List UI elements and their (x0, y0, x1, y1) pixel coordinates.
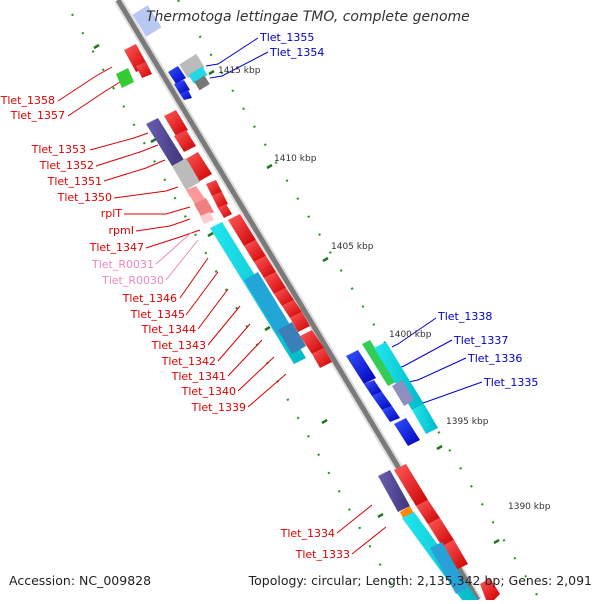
gene-block (132, 5, 162, 37)
gene-arrow (364, 380, 382, 396)
gene-arrow (290, 312, 310, 332)
gene-arrow (168, 66, 186, 84)
gene-arrow (164, 110, 188, 136)
gene-block (200, 212, 214, 224)
gene-label[interactable]: Tlet_1346 (122, 292, 177, 305)
gene-label[interactable]: Tlet_1343 (151, 339, 206, 352)
gene-arrow (394, 418, 420, 446)
gene-label[interactable]: Tlet_1350 (57, 191, 112, 204)
gene-label[interactable]: Tlet_1351 (47, 175, 102, 188)
gene-arrow (372, 392, 392, 410)
gene-arrow (228, 214, 256, 246)
gene-features-upper (116, 5, 232, 224)
gene-block (194, 75, 210, 91)
gene-block (362, 340, 396, 386)
kbp-label: 1410 kbp (274, 154, 317, 164)
gene-arrow (382, 406, 400, 422)
gene-arrow (174, 130, 196, 152)
gene-arrow (180, 90, 192, 100)
leader-lines-left (57, 66, 387, 555)
gene-block (392, 380, 414, 406)
gene-label[interactable]: Tlet_1341 (171, 370, 226, 383)
gene-arrow (442, 540, 468, 570)
major-ticks (93, 43, 500, 545)
kbp-labels: 1415 kbp 1410 kbp 1405 kbp 1400 kbp 1395… (218, 66, 551, 512)
gene-label[interactable]: Tlet_1354 (269, 46, 324, 59)
gene-arrow (264, 272, 286, 294)
gene-label[interactable]: Tlet_1339 (191, 401, 246, 414)
gene-block (146, 118, 184, 166)
gene-block (378, 470, 410, 512)
gene-label[interactable]: Tlet_1347 (89, 241, 144, 254)
topology-text: Topology: circular; Length: 2,135,342 bp… (248, 573, 592, 588)
gene-block (374, 342, 424, 410)
leader-lines-right (205, 37, 483, 405)
gene-label[interactable]: Tlet_1335 (483, 376, 538, 389)
gene-arrow (136, 62, 152, 78)
gene-arrow (282, 300, 302, 318)
accession-text: Accession: NC_009828 (9, 573, 152, 588)
rna-label[interactable]: Tlet_R0031 (91, 258, 154, 271)
gene-arrow (174, 80, 190, 94)
gene-arrow (212, 192, 228, 208)
right-labels: Tlet_1355 Tlet_1354 Tlet_1338 Tlet_1337 … (259, 31, 538, 389)
gene-arrow (274, 288, 294, 306)
gene-arrow (206, 180, 222, 196)
tick-track-right (177, 0, 541, 601)
genome-title: Thermotoga lettingae TMO, complete genom… (146, 9, 470, 25)
gene-label[interactable]: Tlet_1338 (437, 310, 492, 323)
gene-block (400, 506, 414, 520)
gene-arrow (416, 500, 440, 524)
gene-arrow (300, 330, 324, 354)
gene-label[interactable]: Tlet_1358 (0, 94, 55, 107)
gene-block (172, 158, 200, 190)
gene-arrow (394, 464, 428, 506)
gene-block (278, 322, 306, 354)
gene-label[interactable]: Tlet_1357 (10, 109, 65, 122)
gene-arrow (428, 518, 454, 546)
gene-block (179, 53, 205, 79)
gene-label[interactable]: rplT (101, 207, 123, 220)
gene-features-middle (210, 214, 332, 368)
gene-arrow (244, 240, 266, 262)
kbp-label: 1415 kbp (218, 66, 261, 76)
left-labels: Tlet_1358 Tlet_1357 Tlet_1353 Tlet_1352 … (0, 94, 350, 561)
kbp-label: 1400 kbp (389, 330, 432, 340)
gene-label[interactable]: Tlet_1345 (130, 308, 185, 321)
gene-arrow (184, 152, 212, 182)
kbp-label: 1390 kbp (508, 502, 551, 512)
gene-label[interactable]: Tlet_1336 (467, 352, 522, 365)
gene-arrow (480, 578, 500, 600)
gene-label[interactable]: Tlet_1334 (280, 527, 335, 540)
tick-track-left (71, 13, 401, 601)
gene-label[interactable]: Tlet_1344 (141, 323, 196, 336)
gene-block (412, 404, 438, 434)
leader-lines-rna (155, 231, 199, 281)
gene-block (188, 66, 208, 84)
kbp-label: 1395 kbp (446, 417, 489, 427)
gene-features-lower (346, 340, 500, 600)
gene-arrow (312, 348, 332, 368)
gene-label[interactable]: Tlet_1342 (161, 355, 216, 368)
kbp-label: 1405 kbp (331, 242, 374, 252)
gene-arrow (218, 204, 232, 218)
gene-arrow (254, 256, 276, 278)
rna-label[interactable]: Tlet_R0030 (101, 274, 164, 287)
gene-label[interactable]: Tlet_1333 (295, 548, 350, 561)
gene-label[interactable]: Tlet_1352 (39, 159, 94, 172)
gene-label[interactable]: Tlet_1337 (453, 334, 508, 347)
gene-label[interactable]: rpmI (109, 224, 134, 237)
gene-arrow (346, 350, 376, 384)
gene-block (244, 272, 292, 336)
gene-block (116, 68, 134, 88)
gene-label[interactable]: Tlet_1353 (31, 143, 86, 156)
gene-block (430, 542, 468, 594)
gene-label[interactable]: Tlet_1355 (259, 31, 314, 44)
gene-label[interactable]: Tlet_1340 (181, 385, 236, 398)
